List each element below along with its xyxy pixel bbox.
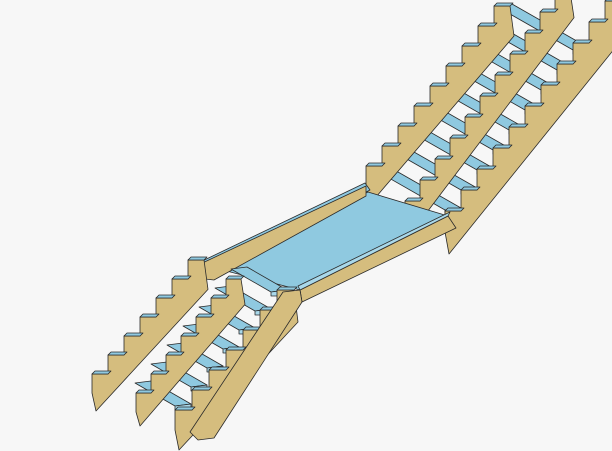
upper-right-stringer-nosing [460, 186, 481, 191]
upper-right-stringer-nosing [444, 207, 465, 212]
upper-middle-stringer-nosing [509, 50, 529, 55]
upper-left-stringer-nosing [477, 22, 498, 27]
lower-right-stringer-nosing [191, 386, 213, 391]
lower-right-stringer-nosing [174, 406, 196, 411]
lower-right-stringer-nosing [225, 346, 247, 351]
upper-left-stringer-nosing [397, 122, 418, 127]
upper-right-stringer-nosing [508, 123, 529, 128]
lower-middle-stringer-nosing [210, 294, 230, 299]
upper-left-stringer-nosing [381, 142, 402, 147]
upper-middle-stringer-nosing [539, 8, 559, 13]
upper-left-stringer-nosing [461, 42, 482, 47]
upper-left-stringer-nosing [445, 62, 466, 67]
upper-right-stringer-nosing [588, 18, 609, 23]
lower-right-stringer-nosing [276, 286, 298, 291]
upper-middle-stringer-nosing [494, 71, 514, 76]
upper-right-stringer-nosing [524, 102, 545, 107]
lower-left-stringer-nosing [123, 332, 144, 337]
lower-left-stringer [91, 259, 209, 412]
upper-right-stringer-nosing [572, 39, 593, 44]
lower-middle-stringer-nosing [135, 389, 155, 394]
upper-middle-stringer-nosing [479, 92, 499, 97]
lower-middle-stringer-nosing [180, 332, 200, 337]
upper-left-stringer-nosing [413, 102, 434, 107]
lower-middle-stringer-nosing [165, 351, 185, 356]
upper-left-stringer-nosing [493, 2, 514, 7]
lower-middle-stringer-nosing [225, 275, 245, 280]
upper-middle-stringer-nosing [449, 134, 469, 139]
upper-middle-stringer-nosing [434, 155, 454, 160]
lower-middle-stringer-nosing [150, 370, 170, 375]
upper-middle-stringer-nosing [404, 197, 424, 202]
landing-right-cap [297, 211, 451, 291]
upper-right-stringer-nosing [476, 165, 497, 170]
lower-middle-stringer [135, 278, 246, 427]
lower-left-stringer-nosing [139, 313, 160, 318]
upper-middle-stringer [404, 0, 575, 237]
upper-right-stringer-nosing [556, 60, 577, 65]
lower-left-stringer-nosing [107, 351, 128, 356]
upper-left-stringer-nosing [365, 162, 386, 167]
lower-left-stringer-nosing [187, 256, 208, 261]
lower-left-stringer-nosing [91, 370, 112, 375]
upper-middle-stringer-nosing [464, 113, 484, 118]
upper-right-stringer-nosing [540, 81, 561, 86]
upper-middle-stringer-nosing [524, 29, 544, 34]
lower-middle-stringer-nosing [195, 313, 215, 318]
upper-middle-stringer-nosing [419, 176, 439, 181]
upper-right-stringer-nosing [492, 144, 513, 149]
upper-left-stringer-nosing [429, 82, 450, 87]
lower-right-stringer-nosing [208, 366, 230, 371]
lower-left-stringer-nosing [171, 275, 192, 280]
lower-right-stringer-tail [189, 289, 303, 441]
lower-left-stringer-nosing [155, 294, 176, 299]
upper-right-stringer-nosing [604, 0, 612, 2]
